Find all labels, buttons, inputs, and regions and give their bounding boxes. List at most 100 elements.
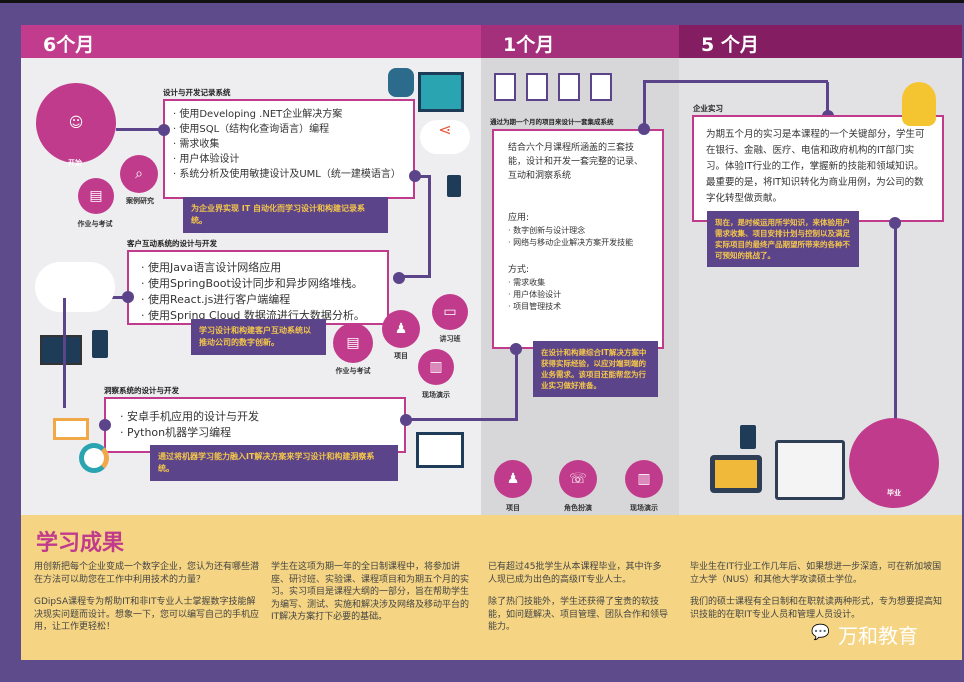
paragraph: 学生在这项为期一年的全日制课程中，将参加讲座、研讨班、实验课、课程项目和为期五个… <box>271 562 470 622</box>
phone-icon <box>447 175 461 197</box>
list-item: · 网络与移动企业解决方案开发技能 <box>508 238 634 247</box>
internship-note: 现在，是时候运用所学知识，来体验用户需求收集、项目安排计划与控制以及满足实际项目… <box>707 211 859 267</box>
connector <box>643 80 828 83</box>
connector <box>406 418 481 421</box>
one-month-title: 通过为期一个月的项目来设计一套集成系统 <box>490 118 614 126</box>
project-label: 项目 <box>506 504 520 512</box>
start-avatar-icon: ☺ <box>36 83 116 163</box>
outcomes-col1: 用创新把每个企业变成一个数字企业，您认为还有哪些潜在方法可以助您在工作中利用技术… <box>34 561 259 644</box>
internship-box: 为期五个月的实习是本课程的一个关键部分，学生可在银行、金融、医疗、电信和政府机构… <box>692 115 944 222</box>
homework-label: 作业与考试 <box>77 220 113 228</box>
cloud-share-icon: ⋖ <box>420 120 470 154</box>
list-item: · 用户体验设计 <box>173 154 240 165</box>
node-dot <box>158 124 170 136</box>
section3-title: 洞察系统的设计与开发 <box>104 386 179 395</box>
presentation-label: 现场演示 <box>630 504 658 512</box>
paragraph: 已有超过45批学生从本课程毕业，其中许多人现已成为出色的高级IT专业人士。 <box>488 562 662 585</box>
gears-icon <box>79 443 109 473</box>
top-border <box>0 0 964 3</box>
tablet-hands-icon <box>710 455 762 493</box>
role-play-icon: ☏ <box>559 460 597 498</box>
section3-box: · 安卓手机应用的设计与开发 · Python机器学习编程 <box>104 397 406 453</box>
node-dot <box>122 291 134 303</box>
tablet-icon <box>92 330 108 358</box>
presentation-icon: ▥ <box>625 460 663 498</box>
internship-title: 企业实习 <box>693 104 723 113</box>
wechat-icon: 💬 <box>811 623 830 641</box>
connector <box>116 128 166 131</box>
node-dot <box>510 343 522 355</box>
homework-label: 作业与考试 <box>335 367 371 375</box>
list-item: · 数字创新与设计理念 <box>508 226 586 235</box>
document-icon: ▤ <box>78 178 114 214</box>
project-icon: ♟ <box>494 460 532 498</box>
paragraph: 除了热门技能外，学生还获得了宝贵的软技能，如问题解决、项目管理、团队合作和领导能… <box>488 597 669 632</box>
connector <box>515 350 518 420</box>
magnifier-icon: ⌕ <box>120 155 158 193</box>
list-item: · Python机器学习编程 <box>120 426 232 439</box>
node-dot <box>393 272 405 284</box>
laptop-icon <box>775 440 845 500</box>
section2-title: 客户互动系统的设计与开发 <box>127 239 217 248</box>
section1-title: 设计与开发记录系统 <box>163 88 231 97</box>
monitor-icon <box>418 72 464 112</box>
connector <box>643 82 646 127</box>
paragraph: GDipSA课程专为帮助IT和非IT专业人士掌握数字技能解决现实问题而设计。想象… <box>34 597 260 632</box>
project-team-icon: ♟ <box>382 310 420 348</box>
role-play-label: 角色扮演 <box>564 504 592 512</box>
apply-label: 应用: <box>508 213 530 223</box>
paragraph: 用创新把每个企业变成一个数字企业，您认为还有哪些潜在方法可以助您在工作中利用技术… <box>34 562 260 585</box>
list-item: · 使用Spring Cloud 数据流进行大数据分析。 <box>141 309 365 322</box>
one-month-note: 在设计和构建综合IT解决方案中获得实际经验，以应对端到端的业务需求。该项目还能帮… <box>533 341 658 397</box>
node-dot <box>638 123 650 135</box>
list-item: · 使用Developing .NET企业解决方案 <box>173 109 343 120</box>
header-5-months: 5 个月 <box>679 25 962 58</box>
intro-text: 结合六个月课程所涵盖的三套技能，设计和开发一套完整的记录、互动和洞察系统 <box>508 143 644 181</box>
node-dot <box>99 419 111 431</box>
outcomes-col3: 已有超过45批学生从本课程毕业，其中许多人现已成为出色的高级IT专业人士。除了热… <box>488 561 668 644</box>
list-item: · 使用SQL（结构化查询语言）编程 <box>173 124 330 135</box>
document-icons <box>494 73 614 103</box>
graduate-label: 毕业 <box>887 489 901 497</box>
paragraph: 我们的硕士课程有全日制和在职就读两种形式，专为想要提高知识技能的在职IT专业人员… <box>690 597 943 620</box>
paragraph: 毕业生在IT行业工作几年后、如果想进一步深造，可在新加坡国立大学（NUS）和其他… <box>690 562 942 585</box>
video-call-icon <box>40 335 82 365</box>
list-item: · 需求收集 <box>508 278 546 287</box>
project-label: 项目 <box>394 352 408 360</box>
learning-outcomes-section: 学习成果 用创新把每个企业变成一个数字企业，您认为还有哪些潜在方法可以助您在工作… <box>21 515 962 660</box>
connector <box>63 298 66 408</box>
section3-note: 通过将机器学习能力融入IT解决方案来学习设计和构建洞察系统。 <box>150 445 398 481</box>
phone-icon <box>740 425 756 449</box>
section1-note: 为企业界实现 IT 自动化而学习设计和构建记录系统。 <box>183 197 388 233</box>
connector <box>428 175 431 278</box>
one-month-box: 结合六个月课程所涵盖的三套技能，设计和开发一套完整的记录、互动和洞察系统 应用:… <box>492 129 664 349</box>
outcomes-col2: 学生在这项为期一年的全日制课程中，将参加讲座、研讨班、实验课、课程项目和为期五个… <box>271 561 471 634</box>
header-6-months: 6个月 <box>21 25 481 58</box>
case-study-label: 案例研究 <box>126 197 154 205</box>
outcomes-title: 学习成果 <box>36 531 125 556</box>
list-item: · 项目管理技术 <box>508 302 562 311</box>
section1-box: · 使用Developing .NET企业解决方案 · 使用SQL（结构化查询语… <box>163 99 415 199</box>
list-item: · 系统分析及使用敏捷设计及UML（统一建模语言） <box>173 169 401 180</box>
watermark: 万和教育 <box>838 624 918 648</box>
start-label: 开始 <box>68 159 82 167</box>
connector <box>478 418 518 421</box>
section2-box: · 使用Java语言设计网络应用 · 使用SpringBoot设计同步和异步网络… <box>127 250 389 325</box>
connector <box>894 222 897 422</box>
section2-note: 学习设计和构建客户互动系统以推动公司的数字创新。 <box>191 319 326 355</box>
graduate-avatar-icon: 毕业 <box>849 418 939 508</box>
lightbulb-icon <box>902 82 936 126</box>
bar-chart-icon <box>53 418 89 440</box>
list-item: · 需求收集 <box>173 139 220 150</box>
database-icon <box>388 68 414 97</box>
connector <box>415 175 430 178</box>
list-item: · 使用Java语言设计网络应用 <box>141 261 282 274</box>
method-label: 方式: <box>508 265 530 275</box>
list-item: · 用户体验设计 <box>508 290 562 299</box>
list-item: · 安卓手机应用的设计与开发 <box>120 410 259 423</box>
connector <box>400 275 430 278</box>
list-item: · 使用SpringBoot设计同步和异步网络堆栈。 <box>141 277 363 290</box>
presentation-icon: ▥ <box>418 349 454 385</box>
growth-chart-monitor-icon <box>416 432 464 468</box>
presentation-label: 现场演示 <box>422 391 450 399</box>
